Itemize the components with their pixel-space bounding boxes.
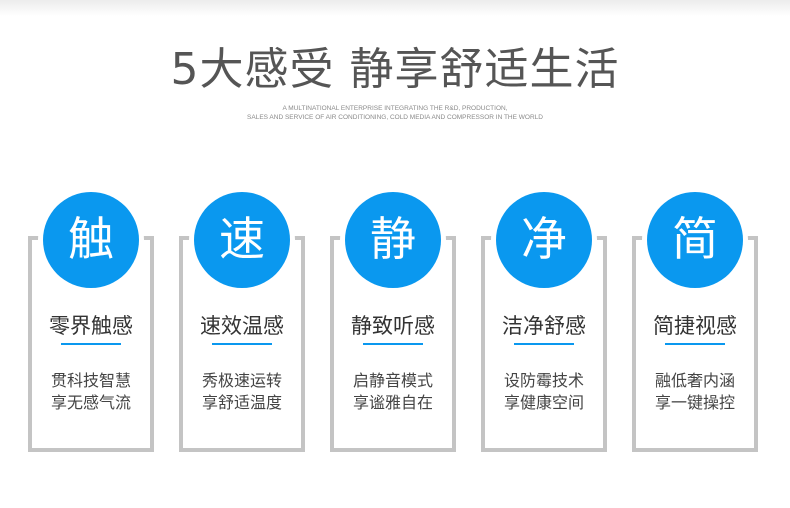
feature-underline [212,343,272,345]
feature-underline [363,343,423,345]
feature-title-touch: 零界触感 [49,314,133,338]
feature-desc-touch: 贯科技智慧 享无感气流 [50,371,131,412]
page-title: 5大感受 静享舒适生活 [170,44,620,95]
feature-icon-circle-clean: 净 [496,192,592,288]
feature-title-quiet: 静致听感 [351,314,435,338]
feature-card-quiet [330,236,456,452]
feature-title-simple: 简捷视感 [653,314,737,338]
feature-desc-clean: 设防霉技术 享健康空间 [503,371,584,412]
feature-card-simple [632,236,758,452]
feature-underline [61,343,121,345]
feature-icon-circle-speed: 速 [194,192,290,288]
subtitle-line-2: SALES AND SERVICE OF AIR CONDITIONING, C… [247,114,543,121]
feature-icon-circle-quiet: 静 [345,192,441,288]
feature-title-speed: 速效温感 [200,314,284,338]
feature-desc-speed: 秀极速运转 享舒适温度 [201,371,282,412]
feature-icon-circle-touch: 触 [43,192,139,288]
feature-underline [665,343,725,345]
top-shadow-band [0,0,790,16]
subtitle-line-1: A MULTINATIONAL ENTERPRISE INTEGRATING T… [282,105,508,112]
feature-desc-simple: 融低奢内涵 享一键操控 [654,371,735,412]
page-subtitle: A MULTINATIONAL ENTERPRISE INTEGRATING T… [0,104,790,122]
feature-title-clean: 洁净舒感 [502,314,586,338]
feature-underline [514,343,574,345]
feature-desc-quiet: 启静音模式 享谧雅自在 [352,371,433,412]
feature-icon-circle-simple: 简 [647,192,743,288]
